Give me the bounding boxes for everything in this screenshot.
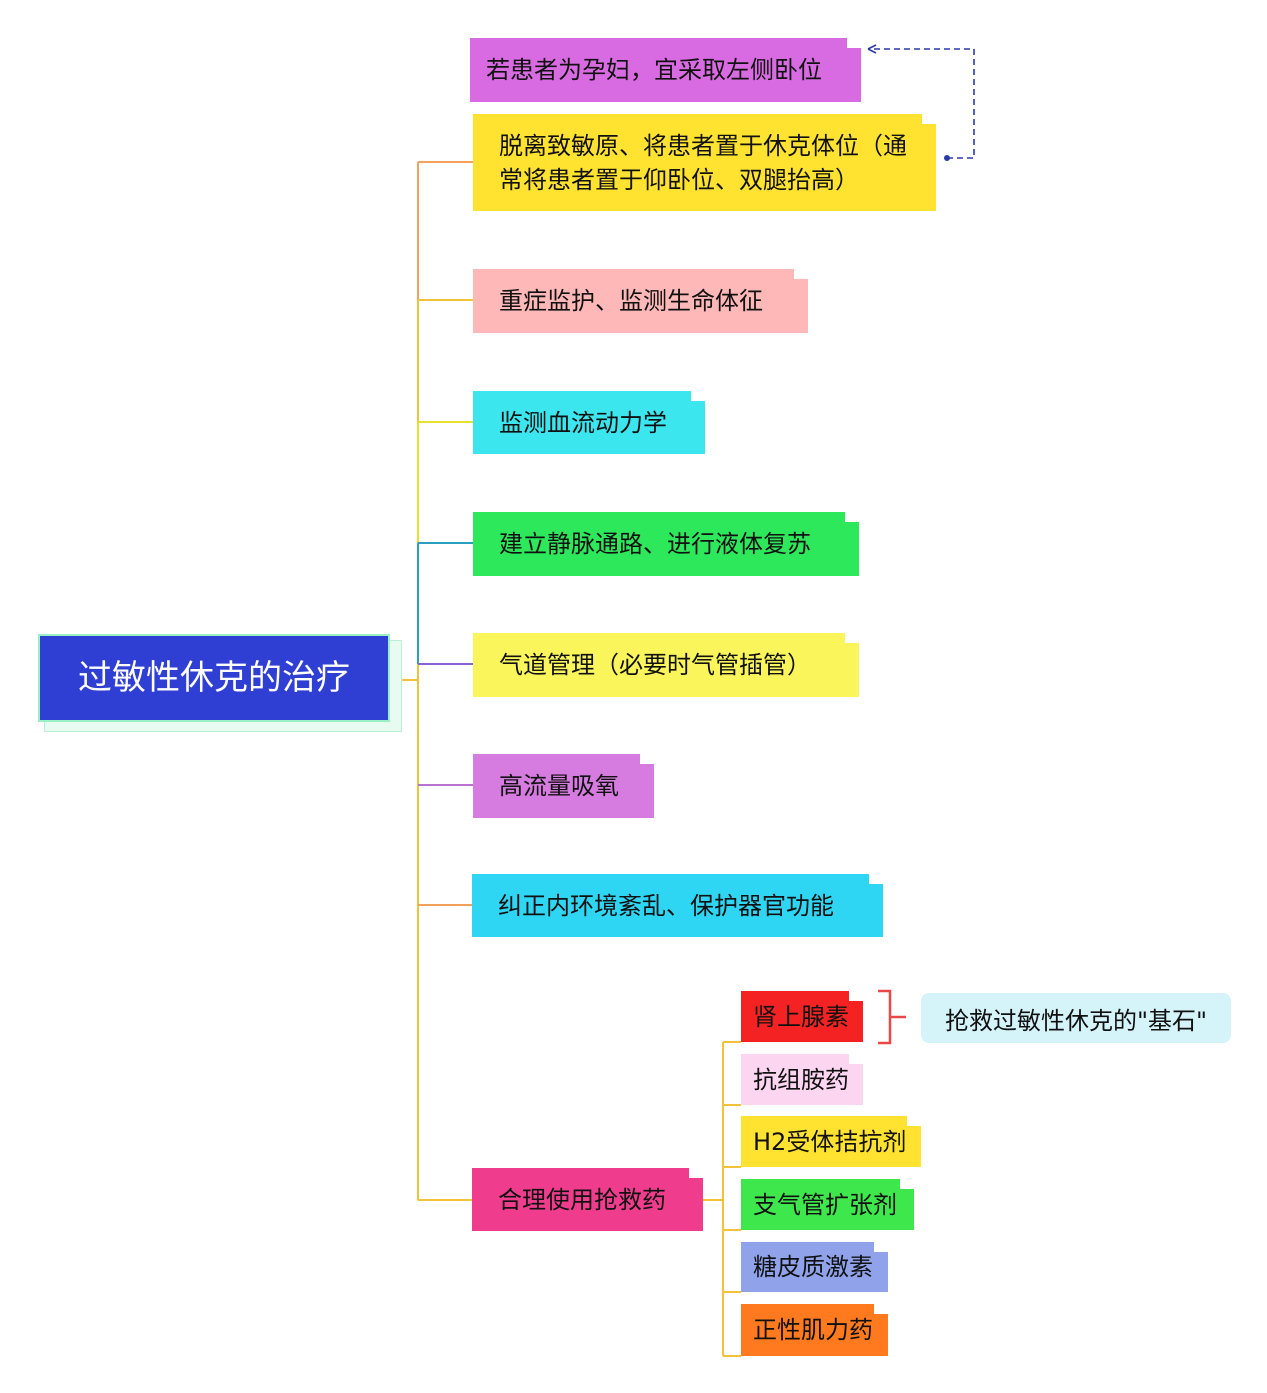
branch-remove-allergen-label: 脱离致敏原、将患者置于休克体位（通常将患者置于仰卧位、双腿抬高） <box>499 131 907 194</box>
note-pregnant-position[interactable]: 若患者为孕妇，宜采取左侧卧位 <box>470 38 861 102</box>
drug-glucocorticoid-label: 糖皮质激素 <box>753 1253 873 1281</box>
branch-rescue-drugs-label: 合理使用抢救药 <box>498 1185 666 1214</box>
branch-rescue-drugs[interactable]: 合理使用抢救药 <box>472 1168 703 1231</box>
drug-antihistamine-label: 抗组胺药 <box>753 1065 849 1094</box>
drug-glucocorticoid[interactable]: 糖皮质激素 <box>741 1242 888 1292</box>
branch-airway-label: 气道管理（必要时气管插管） <box>499 651 811 679</box>
branch-internal-environment-label: 纠正内环境紊乱、保护器官功能 <box>498 891 834 920</box>
branch-iv-access[interactable]: 建立静脉通路、进行液体复苏 <box>473 512 859 576</box>
branch-remove-allergen[interactable]: 脱离致敏原、将患者置于休克体位（通常将患者置于仰卧位、双腿抬高） <box>473 114 936 211</box>
drug-epinephrine[interactable]: 肾上腺素 <box>741 991 863 1042</box>
branch-internal-environment[interactable]: 纠正内环境紊乱、保护器官功能 <box>472 874 883 937</box>
branch-airway[interactable]: 气道管理（必要时气管插管） <box>473 633 859 697</box>
drug-antihistamine[interactable]: 抗组胺药 <box>741 1054 863 1105</box>
drug-h2-antagonist-label: H2受体拮抗剂 <box>753 1127 907 1156</box>
callout-cornerstone-label: 抢救过敏性休克的"基石" <box>944 1006 1208 1035</box>
note-pregnant-position-label: 若患者为孕妇，宜采取左侧卧位 <box>486 56 822 84</box>
branch-hemodynamics-label: 监测血流动力学 <box>499 408 667 437</box>
root-topic[interactable]: 过敏性休克的治疗 <box>38 634 390 722</box>
branch-oxygen-label: 高流量吸氧 <box>499 772 619 800</box>
branch-intensive-monitoring-label: 重症监护、监测生命体征 <box>499 287 763 315</box>
drug-h2-antagonist[interactable]: H2受体拮抗剂 <box>741 1116 921 1167</box>
drug-inotrope-label: 正性肌力药 <box>753 1316 873 1344</box>
callout-cornerstone[interactable]: 抢救过敏性休克的"基石" <box>921 993 1231 1043</box>
drug-epinephrine-label: 肾上腺素 <box>753 1002 849 1031</box>
drug-inotrope[interactable]: 正性肌力药 <box>741 1304 888 1356</box>
branch-intensive-monitoring[interactable]: 重症监护、监测生命体征 <box>473 269 808 333</box>
branch-oxygen[interactable]: 高流量吸氧 <box>473 754 654 818</box>
drug-bronchodilator-label: 支气管扩张剂 <box>753 1190 897 1219</box>
root-topic-label: 过敏性休克的治疗 <box>78 658 350 698</box>
drug-bronchodilator[interactable]: 支气管扩张剂 <box>741 1179 914 1230</box>
branch-iv-access-label: 建立静脉通路、进行液体复苏 <box>499 530 811 558</box>
branch-hemodynamics[interactable]: 监测血流动力学 <box>473 391 705 454</box>
